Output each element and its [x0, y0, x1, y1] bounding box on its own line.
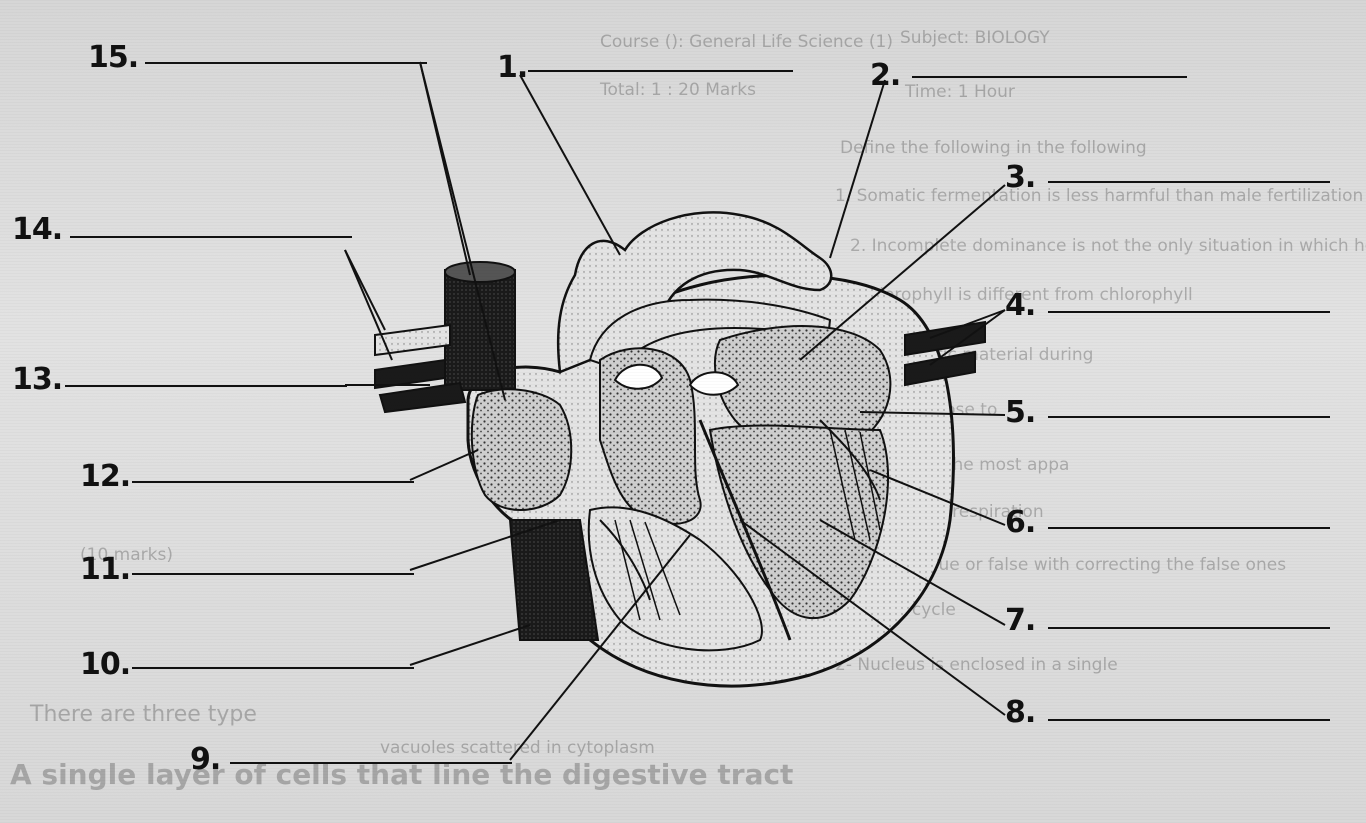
answer-blank-13[interactable]: [65, 385, 347, 387]
label-15: 15.: [88, 40, 138, 75]
svc-opening: [445, 262, 515, 282]
answer-blank-5[interactable]: [1048, 416, 1330, 418]
answer-blank-8[interactable]: [1048, 719, 1330, 721]
right-pulmonary-vein-lower: [380, 383, 465, 412]
label-3: 3.: [1005, 160, 1035, 195]
answer-blank-10[interactable]: [132, 667, 414, 669]
label-10: 10.: [80, 647, 130, 682]
label-1: 1.: [497, 50, 527, 85]
answer-blank-2[interactable]: [912, 76, 1187, 78]
label-11: 11.: [80, 552, 130, 587]
label-8: 8.: [1005, 695, 1035, 730]
answer-blank-4[interactable]: [1048, 311, 1330, 313]
label-9: 9.: [190, 742, 220, 777]
answer-blank-6[interactable]: [1048, 527, 1330, 529]
answer-blank-12[interactable]: [132, 481, 414, 483]
label-7: 7.: [1005, 603, 1035, 638]
answer-blank-15[interactable]: [145, 62, 427, 64]
label-6: 6.: [1005, 505, 1035, 540]
answer-blank-1[interactable]: [528, 70, 793, 72]
answer-blank-14[interactable]: [70, 236, 352, 238]
answer-blank-11[interactable]: [132, 573, 414, 575]
label-2: 2.: [870, 58, 900, 93]
right-atrium: [472, 389, 571, 510]
answer-blank-7[interactable]: [1048, 627, 1330, 629]
superior-vena-cava: [445, 270, 515, 390]
label-4: 4.: [1005, 288, 1035, 323]
right-pulmonary-vein-upper: [375, 360, 445, 388]
label-13: 13.: [12, 362, 62, 397]
label-14: 14.: [12, 212, 62, 247]
answer-blank-3[interactable]: [1048, 181, 1330, 183]
right-pulmonary-artery: [375, 325, 450, 355]
label-5: 5.: [1005, 395, 1035, 430]
label-12: 12.: [80, 459, 130, 494]
answer-blank-9[interactable]: [230, 762, 512, 764]
